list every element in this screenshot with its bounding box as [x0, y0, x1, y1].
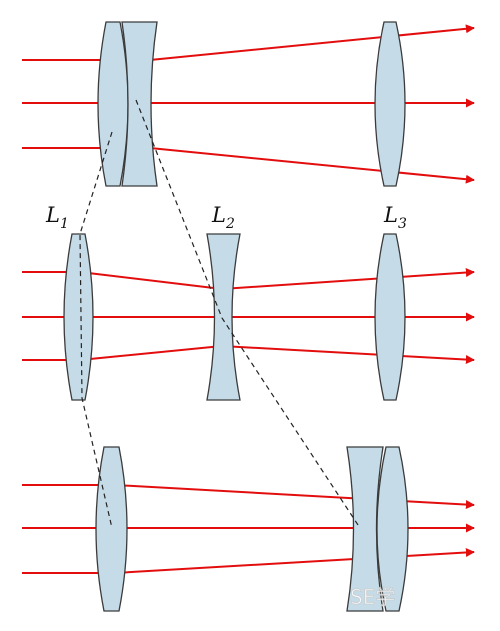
lens-l3-top — [374, 21, 406, 187]
label-l3: L3 — [383, 203, 407, 232]
ray-mid-3 — [22, 344, 475, 365]
label-l1: L1 — [45, 203, 69, 232]
watermark: SE学 — [350, 585, 395, 609]
config-top — [22, 21, 475, 187]
ray-top-1 — [22, 24, 475, 61]
path-l2-movement — [135, 99, 361, 529]
lens-l2-middle — [206, 233, 241, 401]
lens-l2-bottom — [346, 446, 384, 612]
ray-mid-1 — [22, 268, 475, 291]
label-l2: L2 — [211, 203, 235, 232]
config-bottom — [22, 446, 475, 612]
lens-l3-bottom — [376, 446, 409, 612]
lens-l1-middle — [63, 233, 94, 401]
lens-l3-middle — [374, 233, 406, 401]
config-middle — [22, 233, 475, 401]
lens-l2-top — [121, 21, 158, 187]
lens-movement-paths — [79, 99, 361, 529]
ray-top-3 — [22, 147, 475, 184]
path-l1-movement — [79, 131, 113, 529]
lens-l1-bottom — [95, 446, 128, 612]
